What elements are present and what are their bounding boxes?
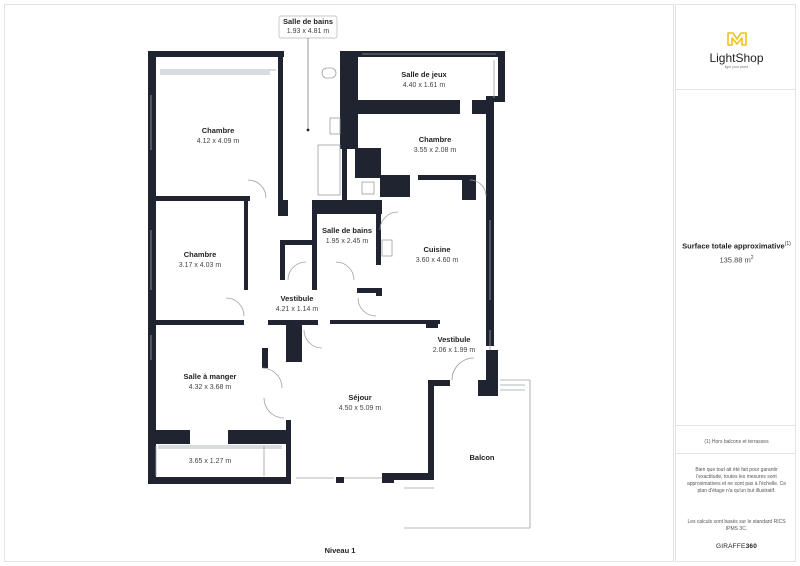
wall: [352, 100, 460, 114]
room-dims: 1.93 x 4.81 m: [287, 28, 330, 35]
room-dims: 2.06 x 1.99 m: [433, 347, 476, 354]
room-dims: 3.17 x 4.03 m: [179, 262, 222, 269]
wall: [244, 196, 248, 290]
logo-icon: [727, 32, 747, 46]
area-title-note: (1): [784, 241, 791, 247]
wall: [342, 140, 347, 212]
area-title-text: Surface totale approximative: [682, 241, 785, 251]
wall: [426, 320, 438, 328]
wall: [156, 196, 250, 201]
divider: [676, 89, 795, 90]
room-dims: 4.21 x 1.14 m: [276, 306, 319, 313]
logo-text: LightShop: [709, 51, 764, 65]
level-label: Niveau 1: [324, 546, 356, 555]
wall: [418, 175, 476, 180]
room-name: Salle de bains: [283, 17, 333, 26]
wall: [382, 473, 394, 483]
room-labels: Salle de bains 1.93 x 4.81 m Salle de je…: [179, 15, 495, 465]
divider: [676, 425, 795, 426]
wall: [428, 380, 450, 386]
disclaimer: Bien que tout ait été fait pour garantir…: [686, 467, 787, 494]
room-name: Chambre: [184, 250, 217, 259]
wall: [280, 240, 312, 245]
wall: [380, 175, 410, 197]
room-name: Salle à manger: [184, 372, 237, 381]
wall: [278, 55, 283, 215]
divider: [676, 453, 795, 454]
logo-tagline: light your world: [724, 65, 749, 69]
wall: [472, 100, 488, 114]
wall: [462, 180, 476, 200]
brand-footer: GIRAFFE360: [676, 543, 797, 550]
wall: [355, 148, 381, 178]
wall: [376, 205, 381, 265]
plan-panel: [4, 4, 674, 562]
standard-note: Les calculs sont basés sur le standard R…: [687, 519, 786, 532]
room-name: Chambre: [202, 126, 235, 135]
room-dims: 3.55 x 2.08 m: [414, 147, 457, 154]
wall: [486, 350, 498, 396]
wall: [278, 200, 288, 216]
room-dims: 4.32 x 3.68 m: [189, 384, 232, 391]
brand-suffix: 360: [745, 543, 758, 550]
room-name: Balcon: [469, 453, 494, 462]
room-name: Cuisine: [423, 245, 450, 254]
room-dims: 3.65 x 1.27 m: [189, 458, 232, 465]
wall: [340, 51, 358, 149]
wall: [336, 477, 344, 483]
wall: [228, 430, 290, 444]
room-name: Vestibule: [438, 335, 471, 344]
total-area-title: Surface totale approximative(1): [676, 241, 797, 251]
wall: [357, 288, 382, 293]
room-name: Vestibule: [281, 294, 314, 303]
wall: [392, 473, 434, 480]
wall: [498, 51, 505, 101]
room-dims: 1.95 x 2.45 m: [326, 238, 369, 245]
room-dims: 4.50 x 5.09 m: [339, 405, 382, 412]
wall: [286, 320, 302, 362]
wall: [148, 320, 244, 325]
wall: [262, 348, 268, 368]
brand-prefix: GIRAFFE: [715, 543, 746, 550]
wall: [312, 210, 317, 290]
wall: [148, 430, 190, 444]
area-unit-sup: 2: [750, 255, 754, 261]
wall: [488, 96, 505, 102]
room-name: Séjour: [348, 393, 371, 402]
wall: [148, 51, 156, 483]
total-area-value: 135.88 m2: [676, 255, 797, 265]
room-name: Salle de bains: [322, 226, 372, 235]
wall: [428, 380, 434, 480]
info-sidebar: LightShop light your world Surface total…: [675, 4, 796, 562]
room-name: Salle de jeux: [401, 70, 447, 79]
wall: [148, 477, 290, 484]
room-dims: 3.60 x 4.60 m: [416, 257, 459, 264]
room-dims: 4.12 x 4.09 m: [197, 138, 240, 145]
room-name: Chambre: [419, 135, 452, 144]
wall: [330, 320, 440, 324]
wall: [286, 420, 291, 484]
wall: [280, 240, 285, 280]
footnote: (1) Hors balcons et terrasses: [704, 439, 769, 445]
wall: [148, 51, 284, 57]
area-value-text: 135.88 m: [719, 255, 751, 265]
room-dims: 4.40 x 1.61 m: [403, 82, 446, 89]
